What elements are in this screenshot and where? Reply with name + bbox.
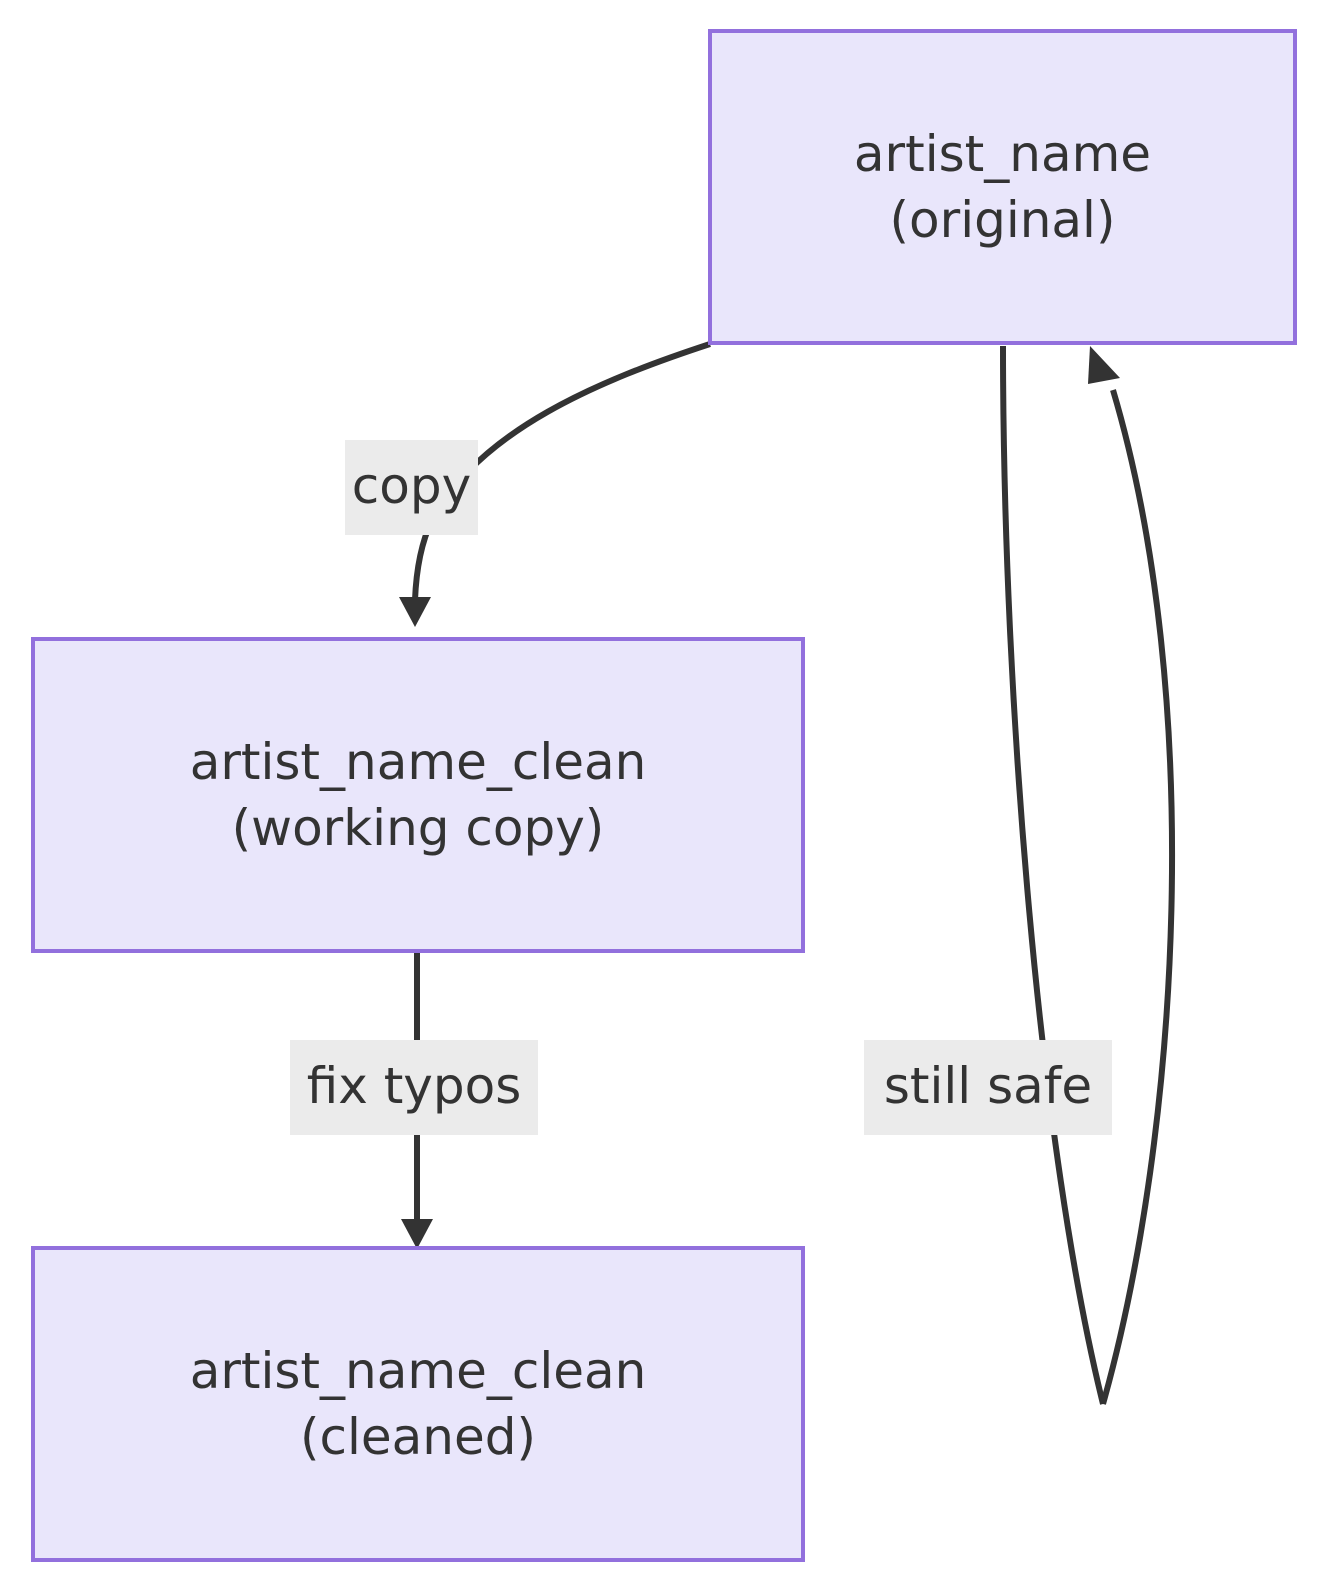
node-label-line1: artist_name_clean bbox=[189, 733, 647, 791]
node-label-line2: (original) bbox=[889, 191, 1116, 249]
node-label-line1: artist_name bbox=[853, 125, 1152, 183]
edge-label-copy: copy bbox=[345, 440, 478, 535]
arrowhead-copy bbox=[399, 597, 431, 627]
arrowhead-still-safe bbox=[1088, 346, 1120, 384]
node-artist-name-original[interactable]: artist_name (original) bbox=[708, 29, 1297, 345]
arrowhead-fix-typos bbox=[401, 1219, 433, 1249]
node-artist-name-clean-working-copy[interactable]: artist_name_clean (working copy) bbox=[31, 637, 805, 953]
node-artist-name-clean-cleaned[interactable]: artist_name_clean (cleaned) bbox=[31, 1246, 805, 1562]
node-label-line2: (cleaned) bbox=[300, 1408, 536, 1466]
edge-label-still-safe: still safe bbox=[864, 1040, 1112, 1135]
edge-still-safe bbox=[1000, 345, 1176, 1405]
edge-label-fix-typos: fix typos bbox=[290, 1040, 538, 1135]
node-label-line2: (working copy) bbox=[231, 799, 605, 857]
node-label-line1: artist_name_clean bbox=[189, 1342, 647, 1400]
